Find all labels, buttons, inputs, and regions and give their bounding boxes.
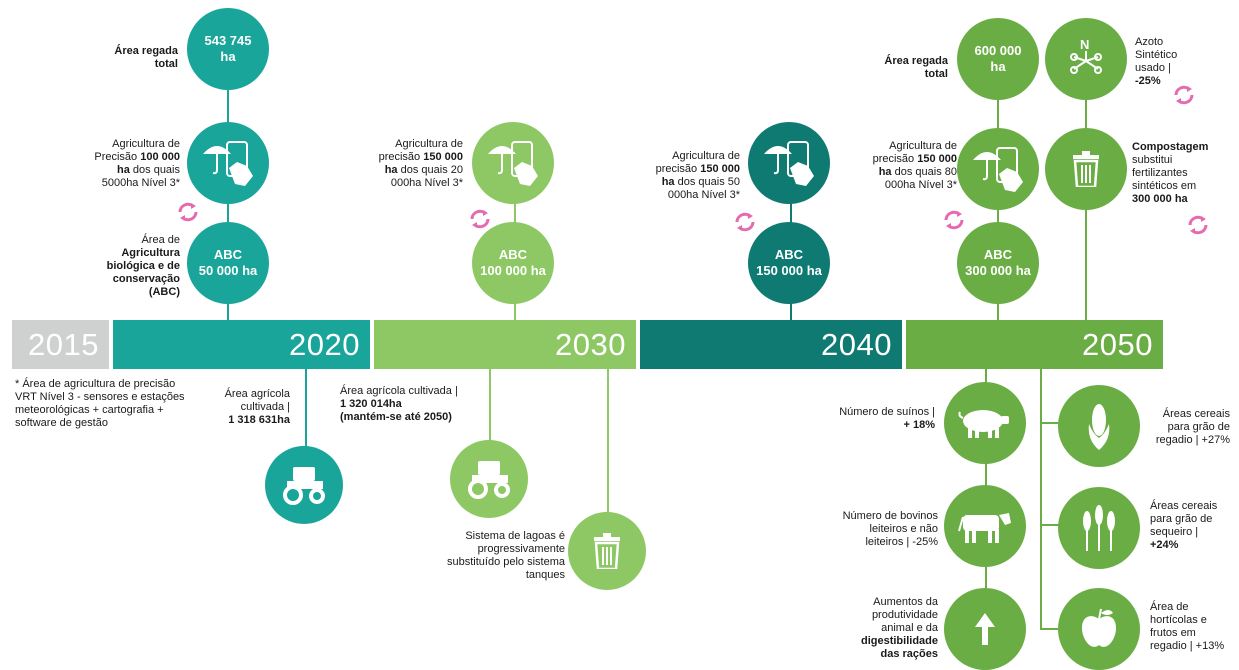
timeline-2015: 2015 [12, 320, 109, 369]
circle-2050-horticolas [1058, 588, 1140, 670]
connector-2030-bottom-a [489, 368, 491, 473]
precision-agriculture-icon [764, 141, 814, 186]
pig-icon [958, 410, 1009, 438]
circle-2050-produtividade [944, 588, 1026, 670]
svg-text:N: N [1080, 37, 1089, 52]
precision-agriculture-icon [488, 141, 538, 186]
abc-value: 300 000 ha [965, 263, 1031, 278]
label-2020-abc: Área de Agricultura biológica e de conse… [106, 234, 180, 298]
circle-2050-azoto: N [1045, 18, 1127, 100]
apple-icon [1081, 608, 1117, 647]
abc-title: ABC [983, 247, 1013, 262]
circle-2030-lagoas [568, 512, 646, 590]
precision-agriculture-icon [973, 147, 1023, 192]
circle-2050-compostagem [1045, 128, 1127, 210]
circle-2050-cereais-sequeiro [1058, 487, 1140, 569]
circle-2020-precisao [187, 122, 269, 204]
circle-2050-area-regada: 600 000 ha [957, 18, 1039, 100]
trash-bin-icon [1073, 151, 1099, 187]
circle-2050-precisao [957, 128, 1039, 210]
circle-2020-area-regada: 543 745 ha [187, 8, 269, 90]
label-2020-precisao: Agricultura de Precisão 100 000 ha dos q… [94, 138, 180, 189]
timeline-2030: 2030 [374, 320, 636, 369]
label-2050-precisao: Agricultura de precisão 150 000 ha dos q… [872, 140, 957, 191]
timeline-2050: 2050 [906, 320, 1163, 369]
precision-agriculture-icon [203, 141, 253, 186]
area-regada-unit: ha [990, 59, 1006, 74]
circle-2030-trator [450, 440, 528, 518]
area-regada-value: 600 000 [974, 43, 1022, 58]
area-regada-value: 543 745 [204, 33, 252, 48]
label-2040-precisao: Agricultura de precisão 150 000 ha dos q… [655, 150, 740, 201]
abc-title: ABC [498, 247, 528, 262]
label-2030-cultivada: Área agrícola cultivada | 1 320 014ha (m… [340, 385, 458, 423]
connector-2050-bottom-b [1040, 368, 1042, 630]
footnote: * Área de agricultura de precisão VRT Ní… [15, 378, 185, 429]
circle-2030-precisao [472, 122, 554, 204]
cycle-icon-2050-azoto [1174, 85, 1194, 105]
area-regada-unit: ha [220, 49, 236, 64]
circle-2050-bovinos [944, 485, 1026, 567]
tractor-icon [468, 461, 510, 499]
cow-icon [958, 513, 1011, 543]
cycle-icon-2030 [470, 209, 490, 229]
abc-value: 100 000 ha [480, 263, 546, 278]
abc-value: 150 000 ha [756, 263, 822, 278]
connector-2020-bottom [305, 368, 307, 483]
label-2030-precisao: Agricultura de precisão 150 000 ha dos q… [378, 138, 463, 189]
abc-title: ABC [213, 247, 243, 262]
circle-2030-abc: ABC 100 000 ha [472, 222, 554, 304]
circle-2050-cereais-regadio [1058, 385, 1140, 467]
cycle-icon-2040 [735, 212, 755, 232]
timeline-2020: 2020 [113, 320, 370, 369]
label-2050-suinos: Número de suínos |+ 18% [839, 406, 935, 431]
circle-2020-abc: ABC 50 000 ha [187, 222, 269, 304]
abc-title: ABC [774, 247, 804, 262]
circle-2040-precisao [748, 122, 830, 204]
abc-value: 50 000 ha [198, 263, 258, 278]
circle-2020-trator [265, 446, 343, 524]
circle-2040-abc: ABC 150 000 ha [748, 222, 830, 304]
corn-icon [1088, 404, 1110, 450]
wheat-icon [1083, 505, 1115, 551]
cycle-icon-2020 [178, 202, 198, 222]
connector-2030-bottom-b [607, 368, 609, 548]
cycle-icon-2050-compostagem [1188, 215, 1208, 235]
tractor-icon [283, 467, 325, 505]
circle-2050-abc: ABC 300 000 ha [957, 222, 1039, 304]
nitrogen-molecule-icon: N [1070, 37, 1102, 74]
trash-bin-icon [594, 533, 620, 569]
cycle-icon-2050-precisao [944, 210, 964, 230]
circle-2050-suinos [944, 382, 1026, 464]
arrow-up-icon [975, 613, 995, 645]
timeline-2040: 2040 [640, 320, 902, 369]
